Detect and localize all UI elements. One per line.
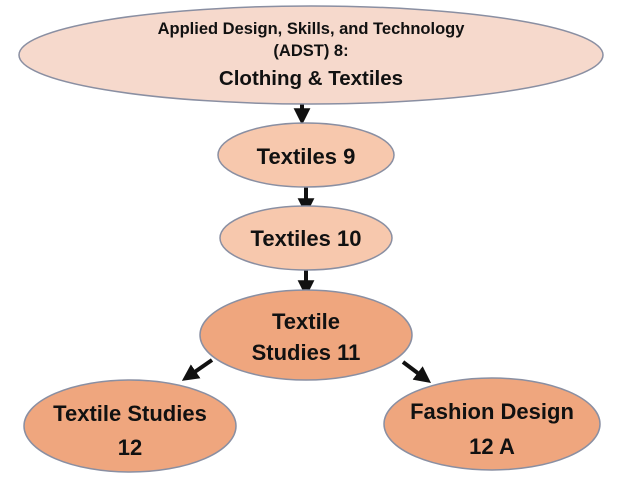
node-textile-studies-12-line2: 12	[118, 435, 142, 460]
node-textile-studies-12-shape	[23, 379, 237, 473]
node-fashion-design-12a: Fashion Design 12 A	[383, 377, 601, 471]
node-textile-studies-11-shape	[199, 289, 413, 381]
node-fashion-design-12a-line2: 12 A	[469, 434, 515, 459]
node-textiles-10-label: Textiles 10	[251, 226, 362, 251]
arrow-studies11-to-fashion12a	[401, 360, 432, 384]
node-fashion-design-12a-shape	[383, 377, 601, 471]
node-adst-8-line1: Applied Design, Skills, and Technology	[158, 20, 466, 38]
node-textiles-10-shape	[219, 205, 393, 271]
node-adst-8-line3: Clothing & Textiles	[219, 67, 403, 90]
node-adst-8: Applied Design, Skills, and Technology (…	[18, 5, 604, 105]
node-textiles-10: Textiles 10	[219, 205, 393, 271]
node-textiles-9-label: Textiles 9	[257, 144, 356, 169]
node-textile-studies-12-line1: Textile Studies	[53, 401, 207, 426]
node-textiles-9-shape	[217, 122, 395, 188]
node-textile-studies-11-line1: Textile	[272, 309, 340, 334]
node-adst-8-shape	[18, 5, 604, 105]
node-adst-8-line2: (ADST) 8:	[273, 42, 348, 60]
node-textile-studies-11-line2: Studies 11	[252, 340, 361, 365]
node-textiles-9: Textiles 9	[217, 122, 395, 188]
node-fashion-design-12a-line1: Fashion Design	[410, 399, 574, 424]
node-textile-studies-12: Textile Studies 12	[23, 379, 237, 473]
node-textile-studies-11: Textile Studies 11	[199, 289, 413, 381]
arrow-studies11-to-studies12	[181, 358, 214, 381]
